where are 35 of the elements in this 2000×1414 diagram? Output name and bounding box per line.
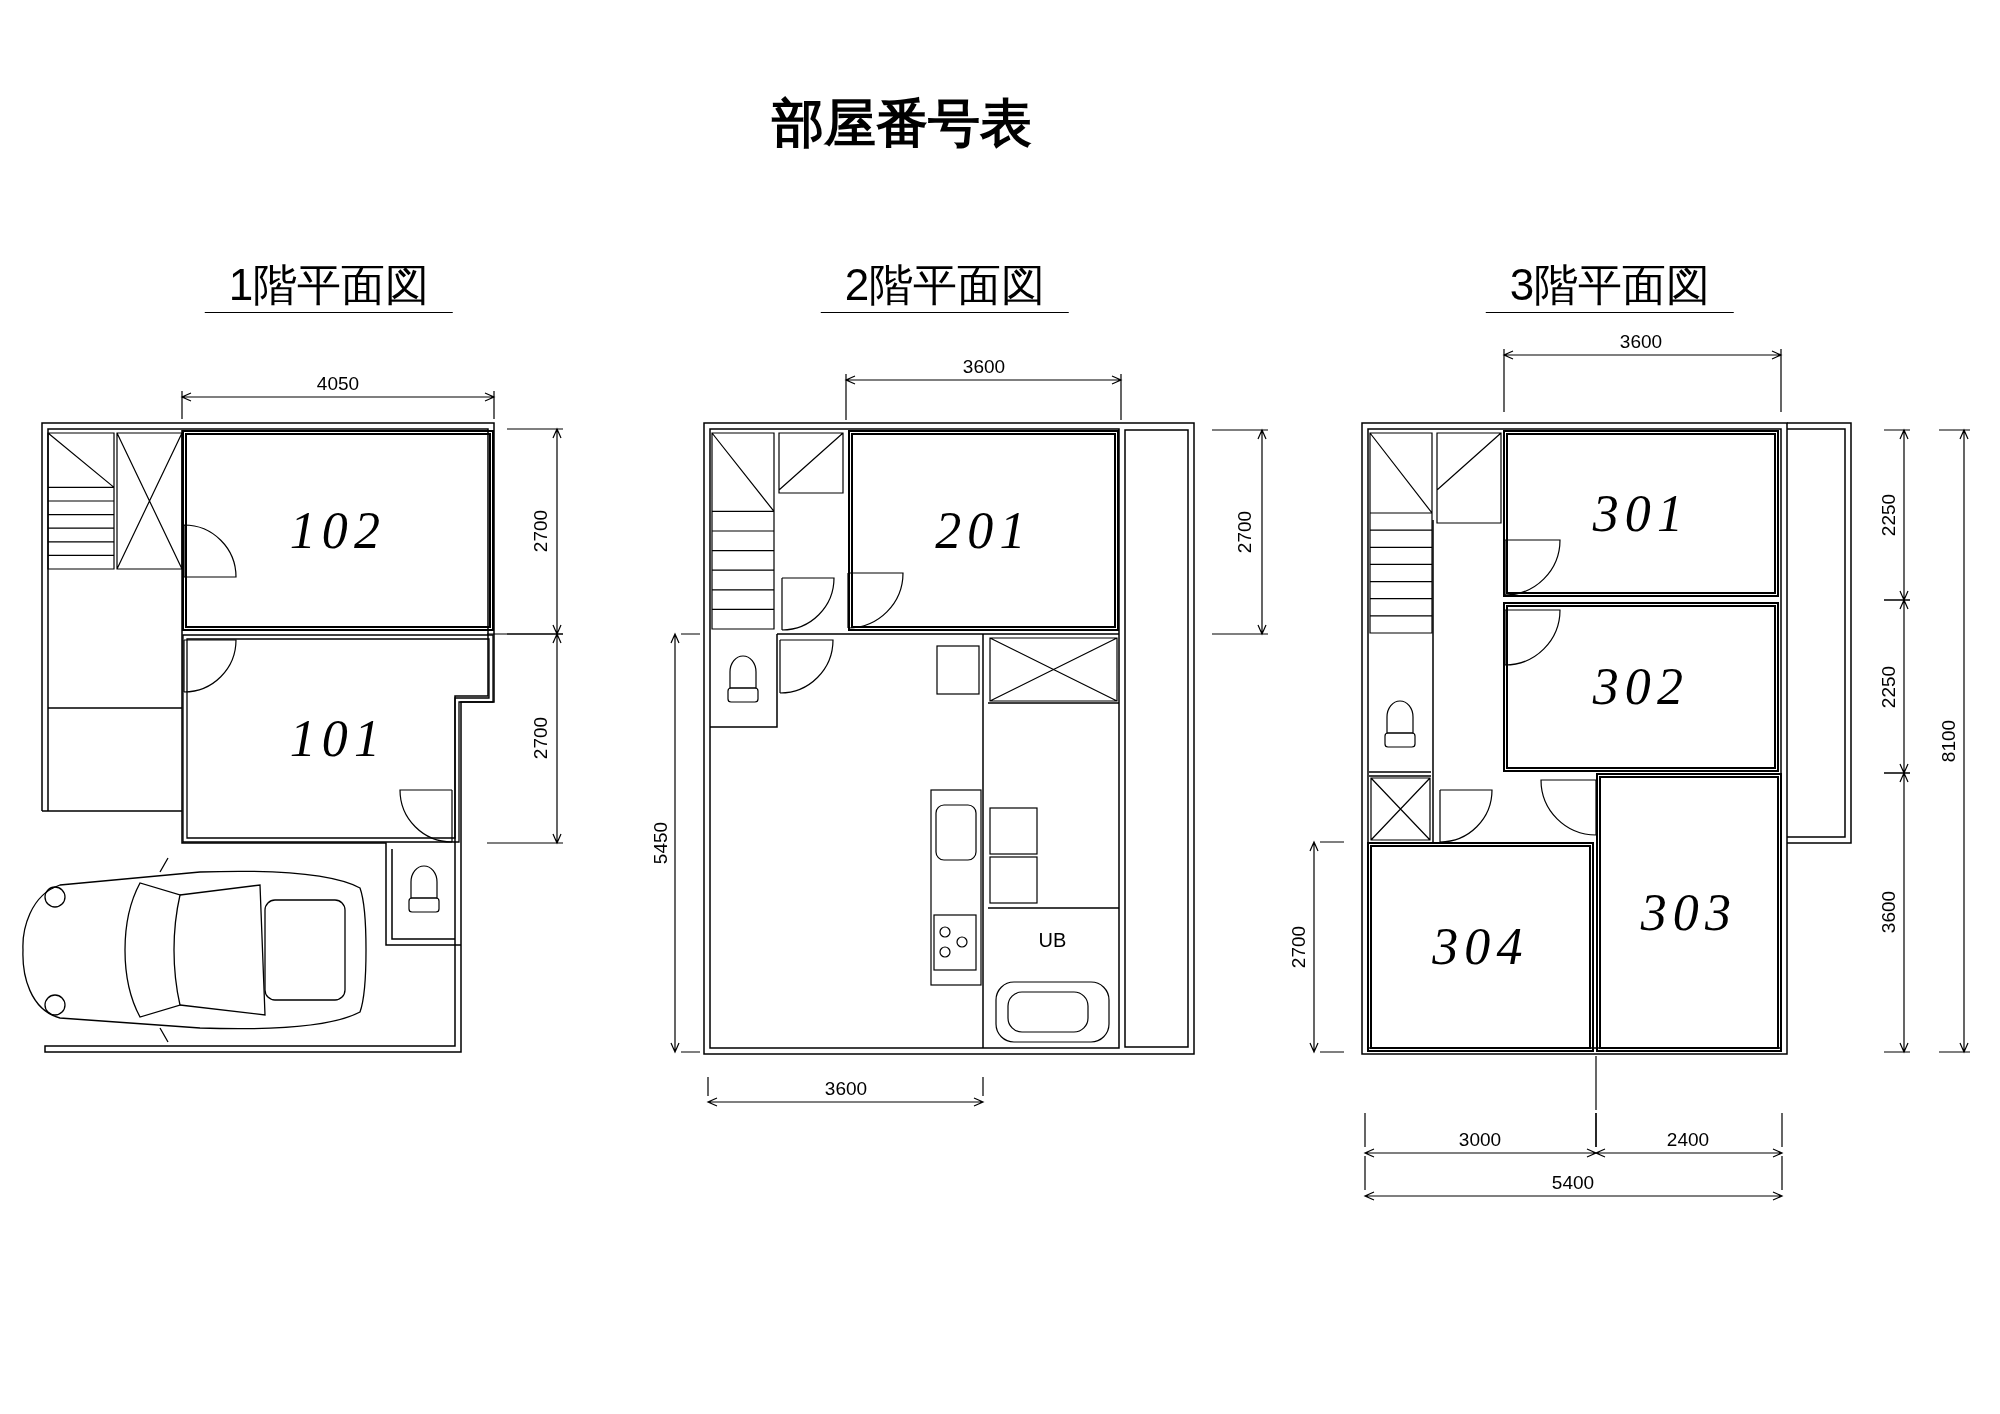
floor-plan-heading: 1階平面図 [204,258,454,313]
dimension-value: 2400 [1666,1129,1710,1149]
dimension-value: 5400 [1551,1172,1595,1192]
floor-plan-heading: 3階平面図 [1485,258,1735,313]
room [1596,773,1782,1052]
room [1503,602,1779,772]
dimension-value: 2700 [530,509,550,553]
room-number: 302 [1592,657,1690,717]
room-number: 301 [1592,483,1690,544]
dimension-value: 2250 [1878,665,1898,709]
dimension-value: 2700 [1288,925,1308,969]
floor-plan-heading: 2階平面図 [820,258,1070,313]
room-label: UB [1038,928,1067,953]
room [848,430,1119,631]
room [1503,430,1779,597]
room-number: 201 [935,500,1032,561]
dimension-value: 2700 [530,716,550,760]
dimension-value: 2250 [1878,493,1898,537]
room [182,430,494,631]
room-number: 101 [289,708,387,769]
dimension-value: 2700 [1234,510,1254,554]
dimension-value: 3600 [1619,331,1663,351]
room [182,634,494,843]
dimension-value: 5450 [650,821,670,865]
dimension-value: 3600 [824,1078,868,1098]
room-number: 102 [289,500,387,561]
dimension-value: 3000 [1458,1129,1502,1149]
room [1367,842,1594,1052]
page-title: 部屋番号表 [772,93,1032,154]
dimension-value: 3600 [1878,890,1898,934]
room-number: 304 [1432,917,1529,977]
dimension-value: 4050 [316,373,360,393]
dimension-value: 3600 [962,356,1006,376]
room-number: 303 [1640,882,1738,943]
dimension-value: 8100 [1938,719,1958,763]
